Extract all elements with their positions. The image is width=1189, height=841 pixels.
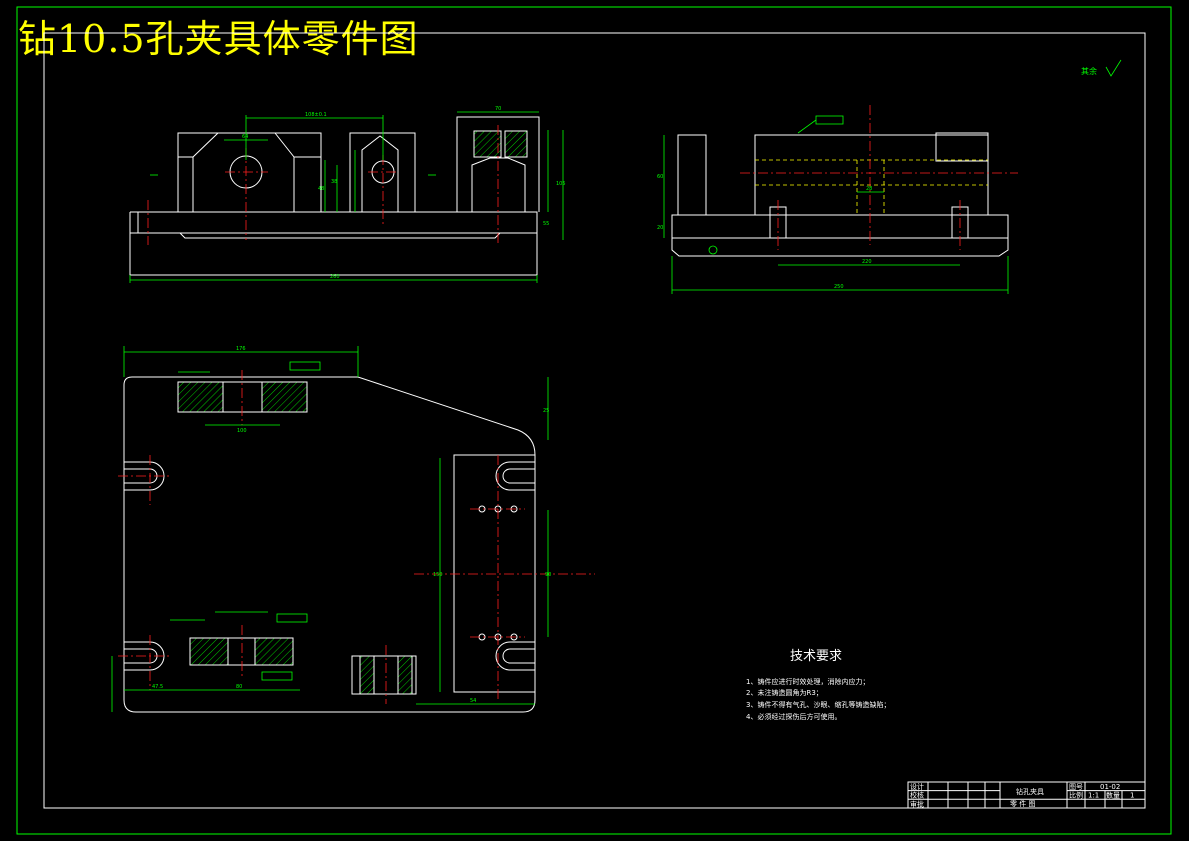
front-dim-top: 108±0.1 xyxy=(305,112,327,118)
tech-item: 1、铸件应进行时效处理，消除内应力； xyxy=(746,677,869,686)
tech-item: 2、未注铸造圆角为R3； xyxy=(746,688,823,697)
tb-part-name: 钻孔夹具 xyxy=(1016,787,1044,796)
inner-frame xyxy=(43,32,1146,809)
side-view: 220 250 60 20 28 xyxy=(657,105,1018,294)
roughness-symbol xyxy=(1105,59,1122,77)
tb-check-label: 校核 xyxy=(910,791,924,800)
tech-heading: 技术要求 xyxy=(790,649,842,664)
plan-view: 176 100 80 47.5 54 150 25 90 xyxy=(111,346,595,713)
side-dim-base: 20 xyxy=(657,225,663,231)
tb-scale: 1:1 xyxy=(1088,792,1099,800)
tb-qty-label: 数量 xyxy=(1106,791,1120,800)
front-view: 108±0.1 64 260 70 105 55 48 38 xyxy=(129,106,566,283)
side-dim-inner: 220 xyxy=(862,259,872,265)
tb-drawing-no-label: 图号 xyxy=(1069,783,1083,791)
tb-drawing-kind: 零 件 图 xyxy=(1010,799,1035,808)
tech-requirements: 技术要求 1、铸件应进行时效处理，消除内应力； 2、未注铸造圆角为R3； 3、铸… xyxy=(746,649,890,721)
tech-item: 3、铸件不得有气孔、沙眼、缩孔等铸造缺陷； xyxy=(746,700,890,709)
front-dim-height: 105 xyxy=(556,181,566,187)
plan-dim-vertical: 150 xyxy=(433,572,443,578)
front-dim-overall: 260 xyxy=(330,274,340,280)
plan-dim-bottom-left: 47.5 xyxy=(152,684,163,690)
tb-drawing-no: 01-02 xyxy=(1100,783,1120,791)
plan-dim-top: 176 xyxy=(236,346,246,352)
tb-approve-label: 审批 xyxy=(910,799,924,808)
outer-frame xyxy=(16,6,1172,835)
side-dim-overall: 250 xyxy=(834,284,844,290)
plan-dim-bottom: 80 xyxy=(236,684,242,690)
tb-scale-label: 比例 xyxy=(1069,791,1083,800)
side-dim-hole: 28 xyxy=(866,186,872,192)
front-dim-right: 70 xyxy=(495,106,501,112)
plan-dim-mid: 100 xyxy=(237,428,247,434)
front-dim-h2: 38 xyxy=(331,179,337,185)
roughness-text: 其余 xyxy=(1081,66,1097,76)
plan-dim-subvert: 90 xyxy=(545,572,551,578)
tb-design-label: 设计 xyxy=(910,782,924,791)
front-dim-left: 64 xyxy=(242,134,248,140)
side-dim-height: 60 xyxy=(657,174,663,180)
drawing-title: 钻10.5孔夹具体零件图 xyxy=(18,17,419,61)
tech-item: 4、必须经过探伤后方可使用。 xyxy=(746,712,841,721)
front-dim-h1: 48 xyxy=(318,186,324,192)
plan-dim-side: 25 xyxy=(543,408,549,414)
title-block: 设计 校核 审批 钻孔夹具 零 件 图 图号 01-02 比例 1:1 数量 1 xyxy=(907,781,1146,809)
roughness-note: 其余 xyxy=(1081,59,1122,77)
front-dim-lower: 55 xyxy=(543,221,549,227)
plan-dim-right-gap: 54 xyxy=(470,698,476,704)
tb-qty: 1 xyxy=(1130,792,1134,800)
